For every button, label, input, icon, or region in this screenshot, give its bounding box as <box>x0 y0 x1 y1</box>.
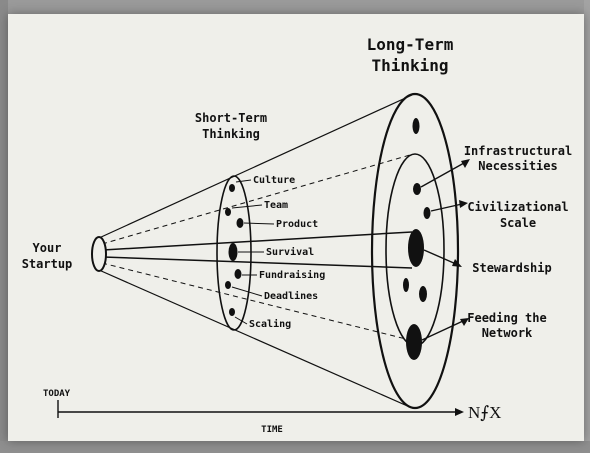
center-line-top <box>102 231 413 251</box>
bottom-border <box>0 441 590 453</box>
long-dot-7 <box>406 324 422 360</box>
inner-bottom-dashed <box>101 262 411 341</box>
short-dot-2 <box>225 208 231 216</box>
leader-team <box>231 204 263 209</box>
arrow-feeding-head <box>460 318 469 326</box>
label-civilizational-line2: Scale <box>500 216 536 230</box>
left-border <box>0 0 8 453</box>
cone-top-edge <box>98 94 413 239</box>
startup-label-line2: Startup <box>22 257 73 271</box>
long-dot-3 <box>423 207 431 219</box>
short-dot-3 <box>236 218 244 228</box>
label-culture: Culture <box>253 175 295 186</box>
label-feeding-line1: Feeding the <box>467 311 546 325</box>
short-term-title-line2: Thinking <box>202 127 260 141</box>
short-dot-6 <box>225 281 231 289</box>
leader-culture <box>235 179 252 183</box>
long-term-title-line1: Long-Term <box>367 35 454 54</box>
short-term-ellipse <box>216 175 252 331</box>
arrow-stewardship-head <box>452 259 462 267</box>
label-scaling: Scaling <box>249 318 291 330</box>
nfx-logo: N⨍X <box>468 403 501 422</box>
short-term-title-line1: Short-Term <box>195 111 267 125</box>
center-line-bottom <box>102 256 413 269</box>
label-team: Team <box>264 200 288 211</box>
startup-label-line1: Your <box>33 241 62 255</box>
label-infrastructural-line2: Necessities <box>478 159 557 173</box>
short-dot-4 <box>228 243 238 261</box>
long-term-outer-ellipse <box>370 92 460 410</box>
paper-card <box>8 14 584 441</box>
long-dot-1 <box>412 118 420 134</box>
short-dot-1 <box>229 184 235 192</box>
leader-scaling <box>234 316 248 325</box>
right-border <box>584 0 590 453</box>
arrow-civilizational <box>430 203 463 212</box>
arrow-feeding <box>421 320 464 341</box>
inner-top-dashed <box>101 154 411 245</box>
short-dot-7 <box>229 308 235 316</box>
time-axis-arrowhead <box>455 408 464 416</box>
short-dot-5 <box>234 269 242 279</box>
axis-time-label: TIME <box>261 425 283 435</box>
long-dot-5 <box>403 278 409 292</box>
long-dot-2 <box>413 183 421 195</box>
arrow-infrastructural <box>420 162 465 188</box>
leader-product <box>243 222 275 225</box>
long-dot-6 <box>419 286 427 302</box>
startup-ellipse <box>91 236 107 272</box>
label-civilizational-line1: Civilizational <box>467 200 568 214</box>
label-deadlines: Deadlines <box>264 290 318 302</box>
label-infrastructural-line1: Infrastructural <box>464 144 572 158</box>
arrow-stewardship <box>423 249 457 265</box>
label-stewardship: Stewardship <box>472 261 551 275</box>
long-term-title-line2: Thinking <box>371 56 448 75</box>
top-border <box>0 0 590 14</box>
arrow-infrastructural-head <box>461 159 470 168</box>
leader-deadlines <box>231 286 263 297</box>
axis-today-label: TODAY <box>43 389 71 399</box>
label-product: Product <box>276 219 318 230</box>
label-fundraising: Fundraising <box>259 269 325 281</box>
long-dot-4 <box>408 229 424 267</box>
label-survival: Survival <box>266 246 314 258</box>
label-feeding-line2: Network <box>482 326 533 340</box>
arrow-civilizational-head <box>459 200 468 208</box>
cone-bottom-edge <box>98 269 413 409</box>
